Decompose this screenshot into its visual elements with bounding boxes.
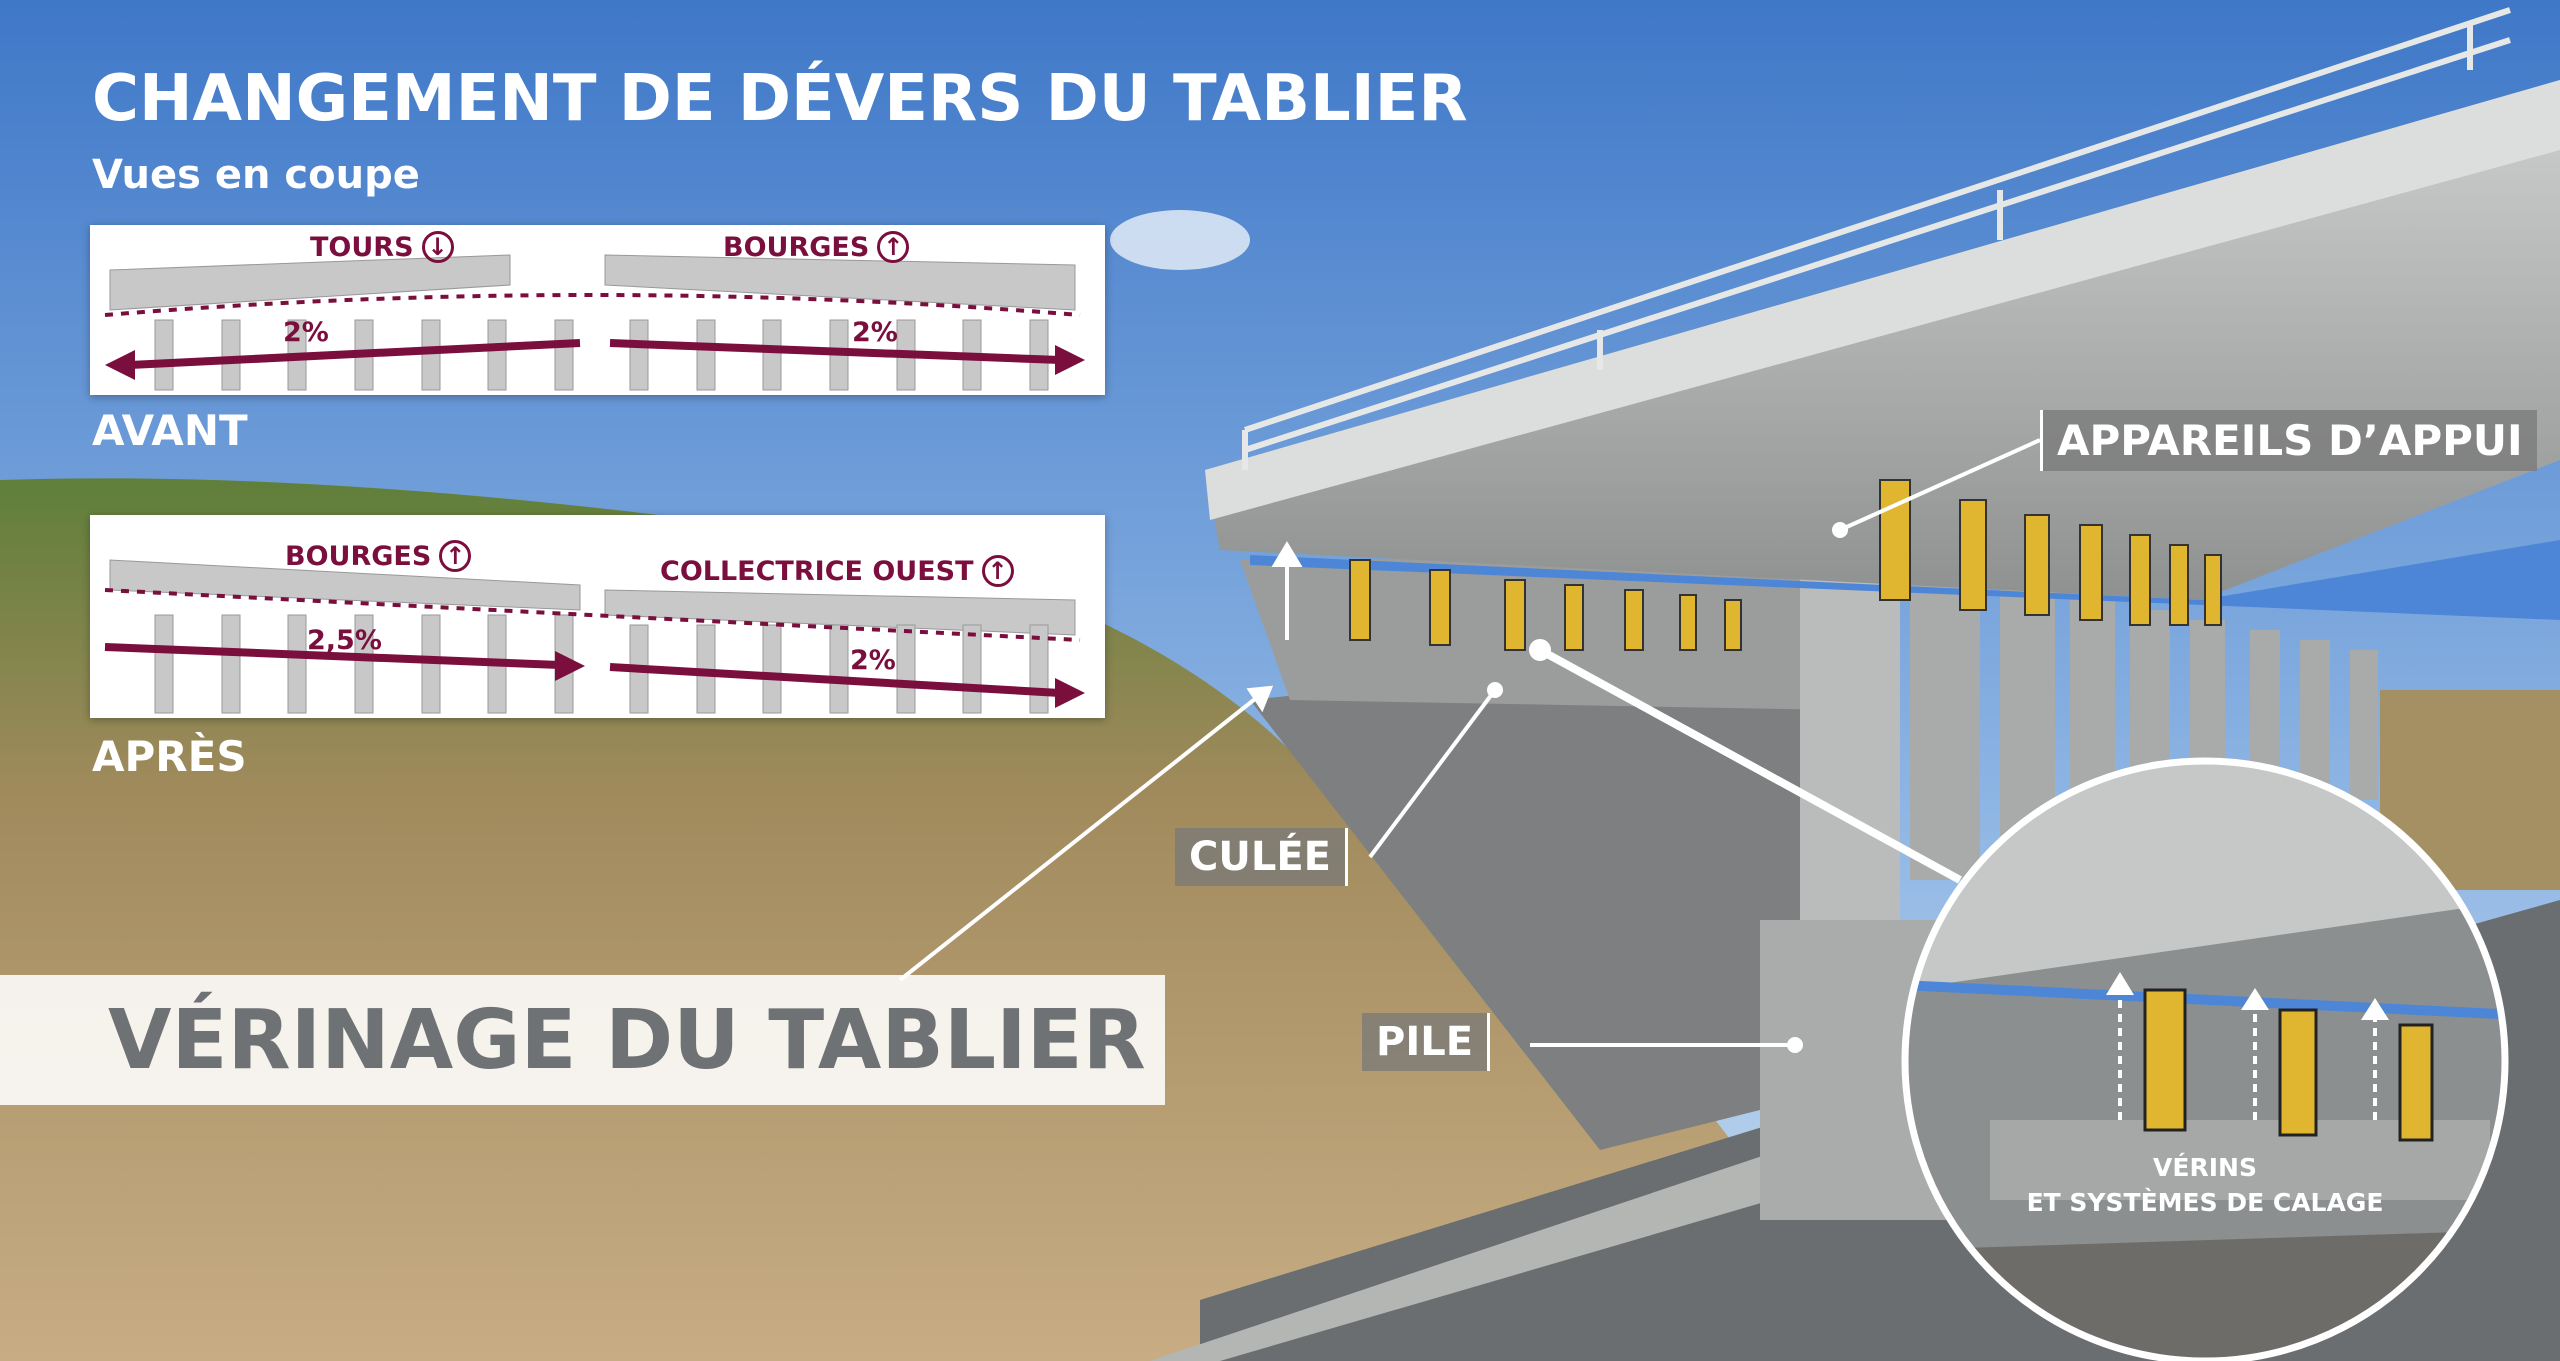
before-right-direction-label: BOURGES↑ [723,231,910,263]
arrow-up-icon: ↑ [877,231,910,263]
arrow-down-icon: ↓ [421,231,454,263]
before-label: AVANT [92,406,248,455]
after-label: APRÈS [92,732,247,781]
before-cross-section-panel: TOURS↓ BOURGES↑ 2% 2% [90,225,1105,395]
before-left-slope: 2% [283,317,329,348]
after-right-direction-label: COLLECTRICE OUEST↑ [660,555,1014,587]
after-cross-section-diagram [104,559,1085,714]
abutment-label: CULÉE [1175,828,1348,886]
main-callout-text: VÉRINAGE DU TABLIER [108,993,1146,1088]
pier-label: PILE [1362,1013,1491,1071]
jacks-label-line2: ET SYSTÈMES DE CALAGE [2026,1188,2384,1217]
after-left-direction-label: BOURGES↑ [285,540,472,572]
main-callout: VÉRINAGE DU TABLIER [0,975,1165,1105]
after-right-slope: 2% [850,645,896,676]
after-cross-section-panel: BOURGES↑ COLLECTRICE OUEST↑ 2,5% 2% [90,515,1105,718]
bearings-label: APPAREILS D’APPUI [2040,410,2537,471]
page-title: CHANGEMENT DE DÉVERS DU TABLIER [92,62,1468,136]
before-cross-section-diagram [104,254,1085,391]
arrow-up-icon: ↑ [439,540,472,572]
jacks-label-line1: VÉRINS [2153,1153,2257,1182]
arrow-up-icon: ↑ [981,555,1014,587]
after-left-slope: 2,5% [307,625,382,656]
subtitle: Vues en coupe [92,152,420,198]
before-right-slope: 2% [852,317,898,348]
before-left-direction-label: TOURS↓ [310,231,454,263]
